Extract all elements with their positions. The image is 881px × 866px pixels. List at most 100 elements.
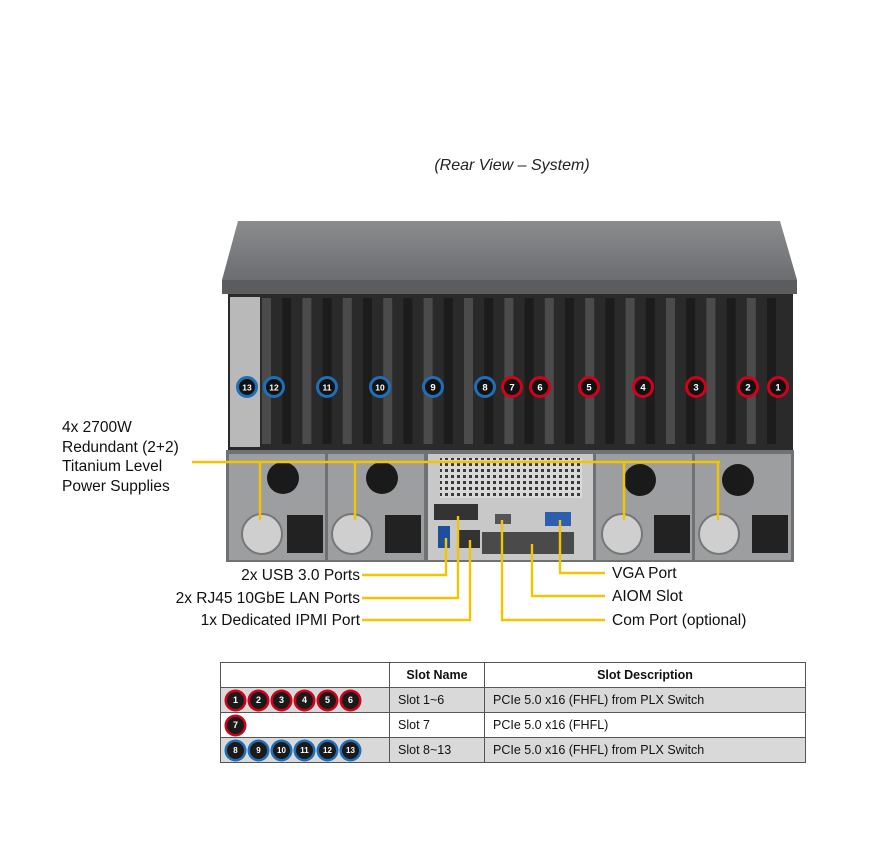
- ipmi-port: [458, 530, 480, 548]
- pcie-bracket: [746, 298, 756, 444]
- pcie-bracket: [262, 298, 271, 444]
- pcie-bracket: [443, 298, 453, 444]
- header-slot-name: Slot Name: [389, 662, 485, 688]
- slot-name-cell: Slot 1~6: [389, 687, 485, 713]
- slot-badge: 13: [342, 741, 359, 759]
- slot-description-cell: PCIe 5.0 x16 (FHFL) from PLX Switch: [484, 687, 806, 713]
- pcie-bracket: [524, 298, 534, 444]
- lan-label: 2x RJ45 10GbE LAN Ports: [175, 590, 360, 607]
- slot-badge: 11: [296, 741, 313, 759]
- psu-left-2: [328, 454, 424, 560]
- slot-marker-2: 2: [737, 376, 759, 398]
- psu-label-line-1: 4x 2700W: [62, 419, 132, 436]
- pcie-bracket: [383, 298, 393, 444]
- svg-text:13: 13: [242, 383, 252, 393]
- pcie-bracket: [605, 298, 615, 444]
- pcie-bracket: [484, 298, 494, 444]
- svg-text:2: 2: [745, 383, 750, 394]
- slot-marker-5: 5: [578, 376, 600, 398]
- pcie-bracket: [302, 298, 312, 444]
- slot-badge: 6: [342, 691, 359, 709]
- slot-badge: 5: [319, 691, 336, 709]
- header-slot-description: Slot Description: [484, 662, 806, 688]
- vga-label: VGA Port: [612, 565, 677, 582]
- com-label: Com Port (optional): [612, 612, 747, 629]
- pcie-bracket: [625, 298, 635, 444]
- slot-badge: 12: [319, 741, 336, 759]
- psu-right-2: [695, 454, 791, 560]
- slot-badge: 10: [273, 741, 290, 759]
- ipmi-callout: [362, 540, 472, 622]
- slot-marker-13: 13: [236, 376, 258, 398]
- slot-badge: 8: [227, 741, 244, 759]
- psu-right-1: [596, 454, 692, 560]
- pcie-bracket: [342, 298, 352, 444]
- pcie-bracket: [565, 298, 574, 444]
- pcie-bracket: [645, 298, 655, 444]
- chassis-top-lip: [222, 280, 797, 294]
- slot-badge: 1: [227, 691, 244, 709]
- psu-label: 4x 2700W Redundant (2+2) Titanium Level …: [62, 418, 212, 496]
- aiom-slot: [482, 532, 574, 554]
- com-port: [495, 514, 511, 524]
- slot-marker-1: 1: [767, 376, 789, 398]
- slot-marker-7: 7: [501, 376, 523, 398]
- usb-callout: [362, 538, 448, 577]
- io-bracket: [230, 297, 260, 447]
- aiom-callout: [530, 544, 605, 598]
- ipmi-label: 1x Dedicated IPMI Port: [200, 612, 360, 629]
- vga-port: [545, 512, 571, 526]
- pcie-bracket: [544, 298, 554, 444]
- slot-badge: 2: [250, 691, 267, 709]
- lan-callout: [362, 516, 460, 600]
- pcie-bracket: [504, 298, 514, 444]
- slot-description-cell: PCIe 5.0 x16 (FHFL): [484, 712, 806, 738]
- svg-text:1: 1: [775, 383, 781, 394]
- psu-label-line-4: Power Supplies: [62, 477, 170, 495]
- pcie-bracket: [726, 298, 736, 444]
- com-callout: [500, 520, 605, 622]
- pcie-bracket: [282, 298, 292, 444]
- svg-text:11: 11: [323, 383, 332, 393]
- svg-text:7: 7: [509, 383, 514, 394]
- slot-table-header: Slot Name Slot Description: [220, 662, 806, 688]
- slot-badge: 3: [273, 691, 290, 709]
- pcie-bracket: [585, 298, 595, 444]
- slot-badges-cell: 7: [220, 712, 390, 738]
- svg-text:5: 5: [586, 383, 592, 394]
- svg-text:9: 9: [430, 383, 435, 394]
- pcie-brackets: [262, 298, 776, 444]
- psu-label-line-2: Redundant (2+2): [62, 438, 179, 456]
- slot-marker-11: 11: [316, 376, 338, 398]
- slot-name-cell: Slot 8~13: [389, 737, 485, 763]
- lan-ports: [434, 504, 478, 520]
- vent-mesh: [440, 458, 582, 498]
- chassis-top: [222, 221, 797, 280]
- psu-left-1: [229, 454, 325, 560]
- vga-callout: [558, 520, 605, 575]
- pcie-bracket: [464, 298, 473, 444]
- svg-text:8: 8: [482, 383, 487, 394]
- slot-badge: 7: [227, 716, 244, 734]
- slot-marker-10: 10: [369, 376, 391, 398]
- svg-text:12: 12: [269, 383, 279, 393]
- slot-marker-8: 8: [474, 376, 496, 398]
- slot-marker-12: 12: [263, 376, 285, 398]
- slot-name-cell: Slot 7: [389, 712, 485, 738]
- slot-badge: 4: [296, 691, 313, 709]
- callout-lines: [192, 460, 720, 622]
- slot-marker-9: 9: [422, 376, 444, 398]
- pcie-bracket: [403, 298, 413, 444]
- pcie-bracket: [767, 298, 776, 444]
- slot-marker-3: 3: [685, 376, 707, 398]
- svg-text:3: 3: [693, 383, 698, 394]
- svg-text:6: 6: [537, 383, 542, 394]
